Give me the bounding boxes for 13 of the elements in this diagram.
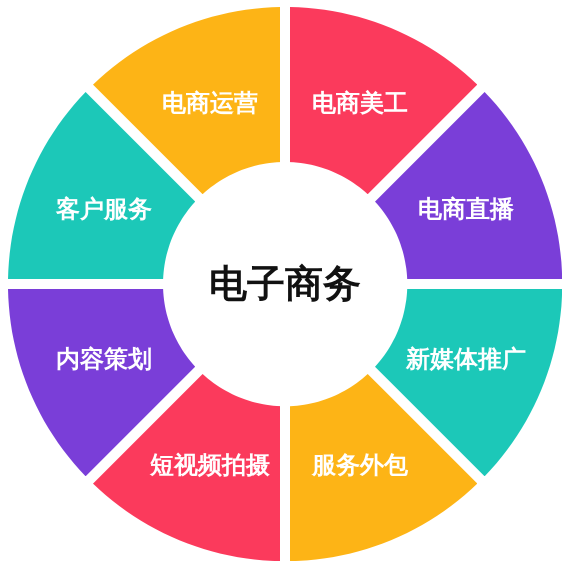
ring-segment (290, 7, 478, 194)
segment-label: 服务外包 (312, 450, 408, 482)
center-title: 电子商务 (209, 258, 361, 310)
segment-label: 新媒体推广 (406, 344, 526, 375)
segment-label: 内容策划 (56, 344, 152, 375)
segment-label: 电商直播 (418, 194, 514, 225)
segment-label: 客户服务 (56, 194, 152, 225)
segment-label: 电商运营 (162, 88, 258, 119)
ring-segment (290, 374, 478, 561)
segment-label: 电商美工 (312, 88, 408, 119)
ring-segment (92, 374, 280, 561)
ring-segment (92, 7, 280, 194)
segment-label: 短视频拍摄 (150, 450, 270, 482)
